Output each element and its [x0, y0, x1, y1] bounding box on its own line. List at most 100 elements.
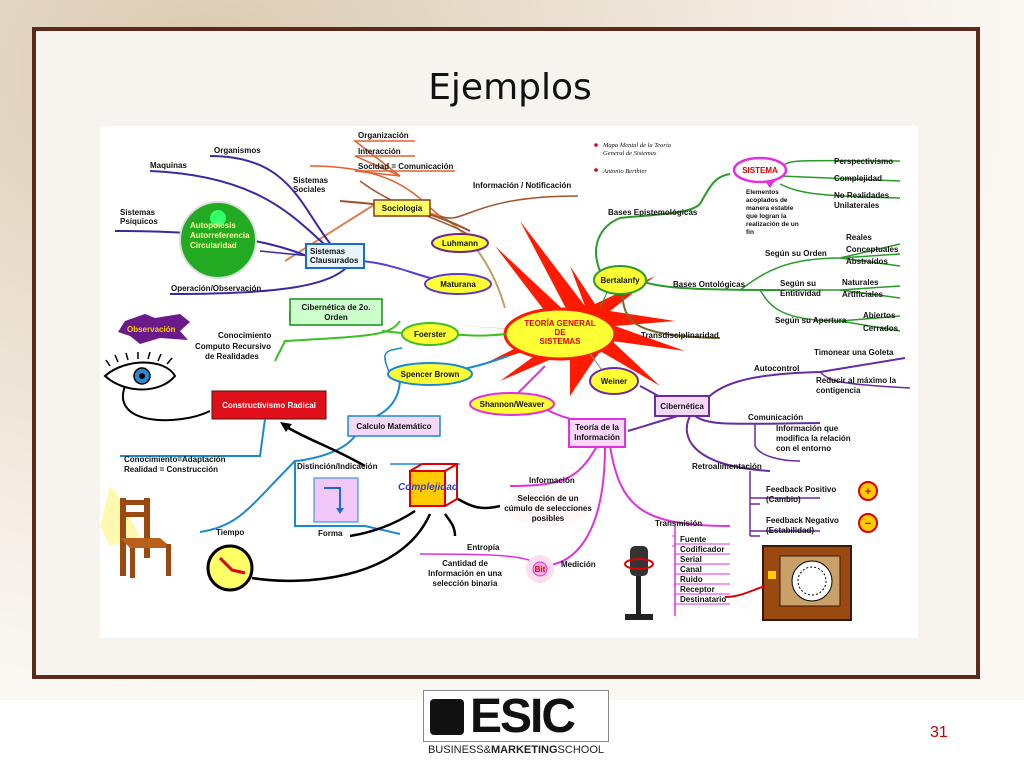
node-cantidad-1: Cantidad de — [442, 559, 488, 568]
clock-icon — [206, 513, 432, 592]
node-artificiales: Artificiales — [842, 290, 883, 299]
node-interaccion: Interacción — [358, 147, 401, 156]
node-seleccion-2: cúmulo de selecciones — [504, 504, 592, 513]
eye-icon — [103, 351, 177, 391]
node-observacion: Observación — [127, 325, 176, 334]
node-cibernetica2-2: Orden — [324, 313, 348, 322]
node-reducir-2: contigencia — [816, 386, 861, 395]
node-conocimiento-3: de Realidades — [205, 352, 259, 361]
logo-subtitle: BUSINESS&MARKETINGSCHOOL — [427, 744, 605, 756]
node-clausurados-2: Clausurados — [310, 256, 359, 265]
node-adaptacion-2: Realidad = Construcción — [124, 465, 218, 474]
node-autocontrol: Autocontrol — [754, 364, 799, 373]
esic-logo: ESIC BUSINESS&MARKETINGSCHOOL — [423, 690, 609, 760]
slide-title: Ejemplos — [428, 67, 592, 108]
node-sistema: SISTEMA — [742, 166, 778, 175]
node-seleccion-3: posibles — [532, 514, 565, 523]
center-sun: TEORÍA GENERAL DE SISTEMAS — [460, 221, 685, 396]
node-sociologia: Sociología — [382, 204, 423, 213]
node-autopoiesis-1: Autopoiesis — [190, 221, 236, 230]
center-line-1: TEORÍA GENERAL — [524, 319, 595, 328]
legend-title-1: Mapa Mental de la Teoría — [602, 142, 671, 149]
mind-map: TEORÍA GENERAL DE SISTEMAS Mapa Mental d… — [100, 126, 918, 638]
node-feedback-pos-1: Feedback Positivo — [766, 485, 836, 494]
node-distincion: Distinción/Indicación — [297, 462, 378, 471]
node-info-relacion-3: con el entorno — [776, 444, 831, 453]
node-cerrados: Cerrados — [863, 324, 899, 333]
node-operacion: Operación/Observación — [171, 284, 261, 293]
node-naturales: Naturales — [842, 278, 879, 287]
node-luhmann: Luhmann — [442, 239, 478, 248]
plus-icon: + — [865, 486, 871, 498]
microphone-icon — [624, 546, 654, 620]
radio-icon — [724, 545, 852, 621]
node-tiempo: Tiempo — [216, 528, 244, 537]
center-line-3: SISTEMAS — [540, 337, 582, 346]
svg-text:manera estable: manera estable — [746, 205, 794, 212]
node-entitividad-1: Según su — [780, 279, 816, 288]
node-perspectivismo: Perspectivismo — [834, 157, 893, 166]
node-psiquicos-1: Sistemas — [120, 208, 156, 217]
node-foerster: Foerster — [414, 330, 446, 339]
node-maturana: Maturana — [440, 280, 476, 289]
node-retroalimentacion: Retroalimentación — [692, 462, 762, 471]
transmision-item: Serial — [680, 555, 702, 564]
node-conocimiento-1: Conocimiento — [218, 331, 271, 340]
legend: Mapa Mental de la Teoría General de Sist… — [594, 142, 671, 175]
svg-text:Elementos: Elementos — [746, 189, 779, 196]
page-number: 31 — [930, 724, 948, 741]
node-calculo: Calculo Matemático — [356, 422, 431, 431]
node-feedback-pos-2: (Cambio) — [766, 495, 801, 504]
mind-map-canvas: TEORÍA GENERAL DE SISTEMAS Mapa Mental d… — [100, 131, 911, 621]
node-spencer: Spencer Brown — [401, 370, 460, 379]
node-comunicacion: Comunicación — [748, 413, 803, 422]
transmision-item: Ruido — [680, 575, 703, 584]
node-segun-apertura: Según su Apertura — [775, 316, 847, 325]
node-maquinas: Maquinas — [150, 161, 187, 170]
svg-text:realización de un: realización de un — [746, 221, 799, 228]
node-informacion: Información — [529, 476, 575, 485]
node-autopoiesis-2: Autorreferencia — [190, 231, 250, 240]
transmision-item: Codificador — [680, 545, 724, 554]
node-weiner: Weiner — [601, 377, 628, 386]
logo-word: ESIC — [470, 690, 576, 743]
node-sociedad: Socidad = Comunicación — [358, 162, 453, 171]
node-reales: Reales — [846, 233, 872, 242]
node-teoria-info-2: Información — [574, 433, 620, 442]
node-transdisciplinaridad: Transdisciplinaridad — [641, 331, 719, 340]
node-shannon: Shannon/Weaver — [480, 400, 545, 409]
node-teoria-info-1: Teoría de la — [575, 423, 619, 432]
node-segun-orden: Según su Orden — [765, 249, 827, 258]
node-cibernetica2-1: Cibernética de 2o. — [302, 303, 371, 312]
node-bases-epist: Bases Epistemológicas — [608, 208, 698, 217]
node-no-realidades-2: Unilaterales — [834, 201, 880, 210]
node-medicion: Medición — [561, 560, 596, 569]
node-bit: Bit — [535, 565, 546, 574]
node-timonear: Timonear una Goleta — [814, 348, 894, 357]
legend-title-2: General de Sistemas — [603, 150, 657, 157]
node-no-realidades-1: No Realidades — [834, 191, 890, 200]
node-cantidad-2: Información en una — [428, 569, 502, 578]
node-entropia: Entropía — [467, 543, 500, 552]
node-sistemas-sociales-1: Sistemas — [293, 176, 329, 185]
node-psiquicos-2: Psíquicos — [120, 217, 158, 226]
node-autopoiesis-3: Circularidad — [190, 241, 237, 250]
node-info-relacion-1: Información que — [776, 424, 839, 433]
node-bertalanfy: Bertalanfy — [600, 276, 640, 285]
sistema-definition: Elementos acoplados de manera estable qu… — [746, 189, 799, 236]
chair-icon — [100, 486, 172, 578]
esic-emblem-icon — [430, 699, 464, 735]
node-conceptuales: Conceptuales — [846, 245, 899, 254]
branch-bertalanfy — [595, 159, 901, 339]
svg-text:que logran la: que logran la — [746, 213, 787, 220]
transmision-item: Destinatario — [680, 595, 726, 604]
minus-icon: − — [865, 518, 871, 530]
node-forma: Forma — [318, 529, 343, 538]
node-clausurados-1: Sistemas — [310, 247, 346, 256]
node-conocimiento-2: Computo Recursivo — [195, 342, 271, 351]
node-organizacion: Organización — [358, 131, 409, 140]
center-line-2: DE — [554, 328, 566, 337]
transmision-item: Fuente — [680, 535, 707, 544]
node-reducir-1: Reducir al máximo la — [816, 376, 897, 385]
node-abstraidos: Abstraídos — [846, 257, 888, 266]
